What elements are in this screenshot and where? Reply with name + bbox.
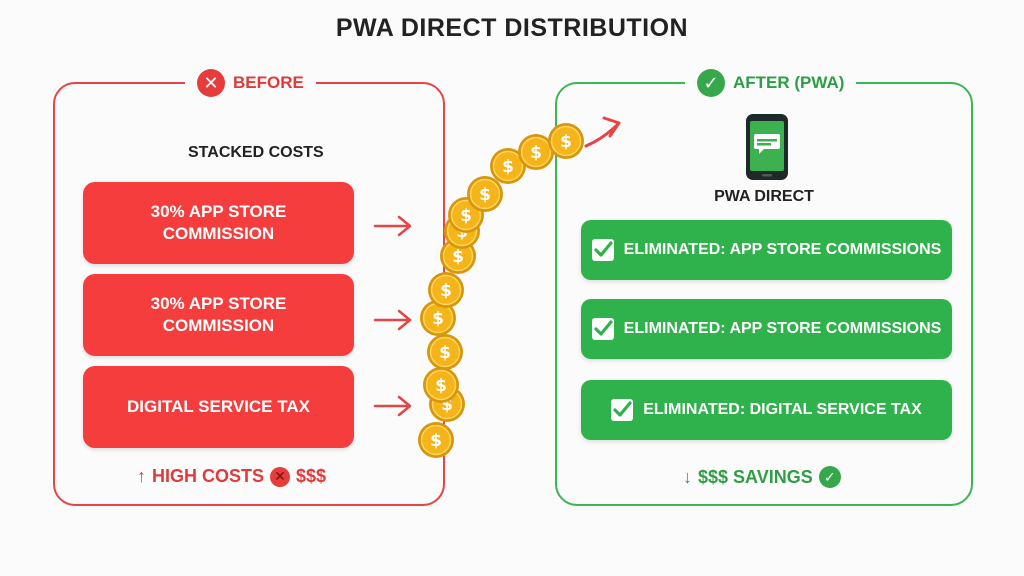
before-label-text: BEFORE (233, 73, 304, 92)
coin-icon: $ (418, 422, 454, 458)
eliminated-text: ELIMINATED: DIGITAL SERVICE TAX (643, 401, 922, 418)
before-panel: ✕ BEFORE STACKED COSTS 30% APP STORE COMM… (53, 66, 445, 506)
eliminated-text: ELIMINATED: APP STORE COMMISSIONS (623, 320, 942, 337)
cost-item-line: 30% APP STORE (150, 202, 287, 221)
eliminated-item: ELIMINATED: APP STORE COMMISSIONS (581, 220, 952, 280)
coin-icon: $ (548, 123, 584, 159)
cost-item: 30% APP STORE COMMISSION (83, 182, 354, 264)
coin-icon: $ (420, 300, 456, 336)
after-panel: ✓ AFTER (PWA) PWA DIRECT ELIMINATED: APP… (555, 66, 973, 506)
checkbox-icon (591, 318, 614, 340)
cost-item-line: 30% APP STORE (150, 294, 287, 313)
svg-text:$: $ (479, 185, 491, 205)
arrow-down-icon: ↓ (683, 466, 692, 487)
svg-text:$: $ (560, 132, 572, 152)
eliminated-item: ELIMINATED: DIGITAL SERVICE TAX (581, 380, 952, 440)
x-circle-icon: ✕ (197, 69, 225, 97)
pwa-direct-heading: PWA DIRECT (714, 188, 814, 205)
coin-icon: $ (518, 134, 554, 170)
checkbox-icon (611, 399, 634, 421)
svg-text:$: $ (460, 206, 472, 226)
arrow-right-icon (373, 309, 412, 331)
cost-item-line: COMMISSION (162, 224, 275, 243)
stacked-costs-heading: STACKED COSTS (188, 144, 324, 161)
after-label-text: AFTER (PWA) (733, 73, 845, 92)
high-costs-text: HIGH COSTS (152, 466, 265, 486)
phone-icon (746, 114, 788, 180)
coin-icon: $ (428, 272, 464, 308)
svg-text:$: $ (439, 343, 451, 363)
arrow-up-icon: ↑ (137, 466, 146, 486)
svg-text:$: $ (441, 395, 453, 415)
svg-text:$: $ (452, 247, 464, 267)
eliminated-item: ELIMINATED: APP STORE COMMISSIONS (581, 299, 952, 359)
check-circle-icon: ✓ (697, 69, 725, 97)
high-costs-footer: ↑ HIGH COSTS ✕ $$$ (137, 466, 326, 487)
svg-text:$: $ (530, 143, 542, 163)
arrow-up-right-icon (584, 116, 621, 148)
checkbox-icon (591, 239, 614, 261)
svg-text:$: $ (430, 431, 442, 451)
after-label: ✓ AFTER (PWA) (685, 66, 857, 100)
coin-icon: $ (467, 176, 503, 212)
arrow-right-icon (373, 395, 412, 417)
svg-text:$: $ (440, 281, 452, 301)
eliminated-text: ELIMINATED: APP STORE COMMISSIONS (623, 241, 942, 258)
cost-item: DIGITAL SERVICE TAX (83, 366, 354, 448)
cost-item: 30% APP STORE COMMISSION (83, 274, 354, 356)
savings-footer: ↓ $$$ SAVINGS ✓ (683, 466, 841, 488)
x-circle-icon: ✕ (270, 466, 291, 487)
coin-icon: $ (490, 148, 526, 184)
before-label: ✕ BEFORE (185, 66, 316, 100)
coin-icon: $ (427, 334, 463, 370)
arrow-right-icon (373, 215, 412, 237)
check-circle-icon: ✓ (818, 466, 841, 488)
svg-text:$: $ (435, 376, 447, 396)
high-costs-symbol: $$$ (296, 466, 327, 486)
svg-text:$: $ (432, 309, 444, 329)
page-title: PWA DIRECT DISTRIBUTION (335, 14, 689, 42)
cost-item-line: COMMISSION (162, 316, 275, 335)
coin-icon: $ (423, 367, 459, 403)
svg-text:$: $ (502, 157, 514, 177)
savings-text: $$$ SAVINGS (698, 466, 813, 487)
cost-item-line: DIGITAL SERVICE TAX (127, 397, 310, 416)
